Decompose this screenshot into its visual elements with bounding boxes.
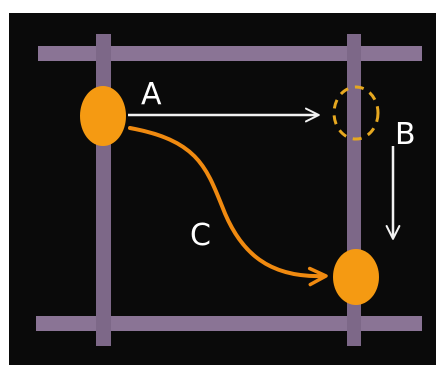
start-dot bbox=[80, 86, 126, 146]
label-c: C bbox=[190, 218, 211, 253]
label-b: B bbox=[395, 117, 416, 152]
top-rail bbox=[38, 46, 422, 61]
label-a: A bbox=[141, 77, 162, 112]
left-rail bbox=[96, 34, 111, 346]
arrow-c bbox=[128, 126, 328, 287]
dashed-target-outline bbox=[332, 85, 380, 141]
bottom-rail bbox=[36, 316, 422, 331]
background-panel bbox=[9, 13, 436, 365]
end-dot bbox=[333, 249, 379, 305]
